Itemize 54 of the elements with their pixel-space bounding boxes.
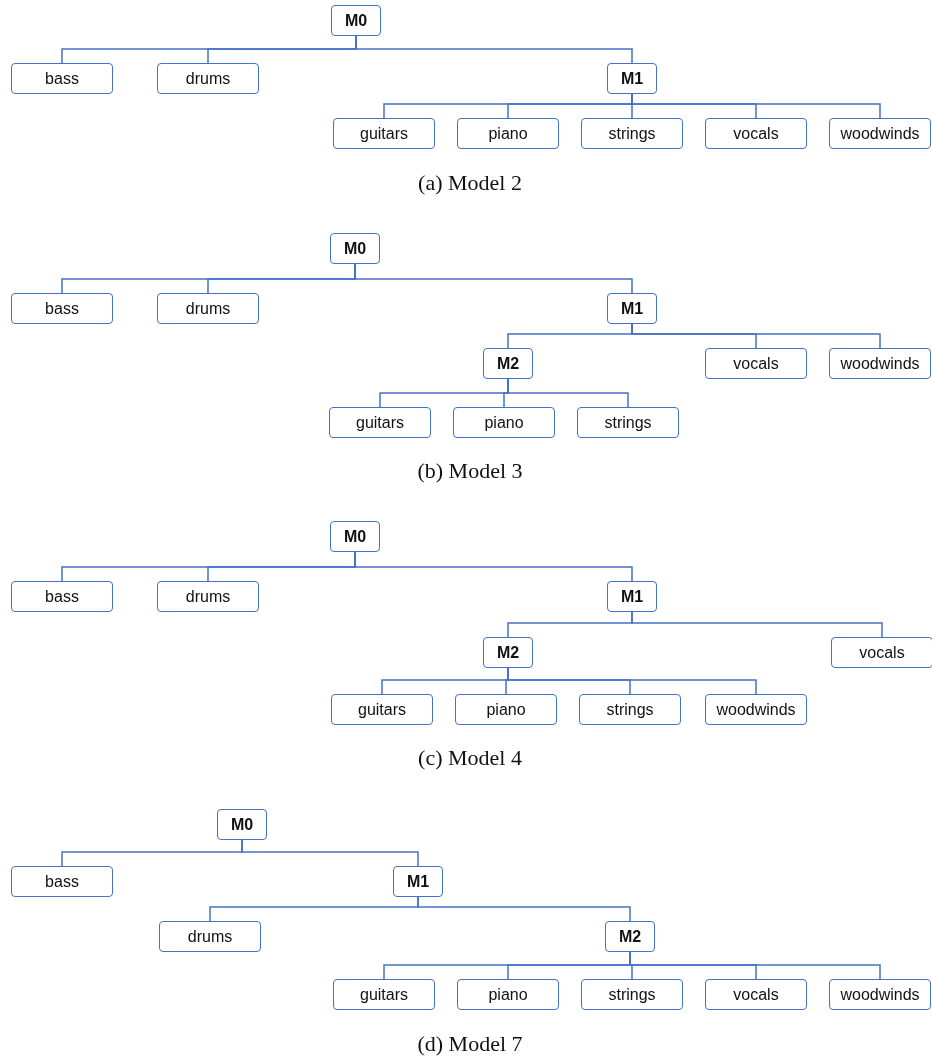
instrument-node-box: drums	[157, 581, 259, 612]
connector-line	[417, 896, 631, 922]
model-node-box: M0	[330, 521, 380, 552]
instrument-node-box: bass	[11, 581, 113, 612]
model-node-box: M0	[331, 5, 381, 36]
instrument-node-box: drums	[157, 63, 259, 94]
connector-line	[354, 551, 633, 582]
instrument-node-box: drums	[159, 921, 261, 952]
connector-line	[631, 93, 881, 119]
model-node-box: M2	[483, 348, 533, 379]
connector-line	[507, 378, 629, 408]
subfigure-caption: (b) Model 3	[417, 458, 523, 484]
instrument-node-box: woodwinds	[705, 694, 807, 725]
instrument-node-box: woodwinds	[829, 979, 931, 1010]
model-node-box: M2	[605, 921, 655, 952]
connector-line	[507, 667, 757, 695]
model-node-box: M2	[483, 637, 533, 668]
instrument-node-box: guitars	[329, 407, 431, 438]
instrument-node-box: strings	[577, 407, 679, 438]
instrument-node-box: vocals	[705, 348, 807, 379]
instrument-node-box: bass	[11, 63, 113, 94]
instrument-node-box: drums	[157, 293, 259, 324]
instrument-node-box: guitars	[333, 979, 435, 1010]
instrument-node-box: guitars	[333, 118, 435, 149]
model-node-box: M1	[607, 63, 657, 94]
connector-line	[629, 951, 881, 980]
connector-line	[355, 35, 633, 64]
instrument-node-box: vocals	[831, 637, 932, 668]
instrument-node-box: woodwinds	[829, 118, 931, 149]
instrument-node-box: bass	[11, 293, 113, 324]
model-node-box: M1	[393, 866, 443, 897]
subfigure-caption: (c) Model 4	[418, 745, 522, 771]
instrument-node-box: vocals	[705, 118, 807, 149]
instrument-node-box: strings	[581, 979, 683, 1010]
instrument-node-box: woodwinds	[829, 348, 931, 379]
instrument-node-box: piano	[455, 694, 557, 725]
connector-line	[354, 263, 633, 294]
instrument-node-box: strings	[579, 694, 681, 725]
model-node-box: M1	[607, 293, 657, 324]
subfigure-caption: (a) Model 2	[418, 170, 522, 196]
connector-line	[241, 839, 419, 867]
subfigure-caption: (d) Model 7	[417, 1031, 523, 1057]
instrument-node-box: piano	[457, 979, 559, 1010]
instrument-node-box: guitars	[331, 694, 433, 725]
model-node-box: M1	[607, 581, 657, 612]
model-node-box: M0	[217, 809, 267, 840]
connector-line	[631, 323, 881, 349]
instrument-node-box: piano	[457, 118, 559, 149]
instrument-node-box: strings	[581, 118, 683, 149]
model-node-box: M0	[330, 233, 380, 264]
instrument-node-box: bass	[11, 866, 113, 897]
instrument-node-box: vocals	[705, 979, 807, 1010]
instrument-node-box: piano	[453, 407, 555, 438]
connector-line	[631, 611, 883, 638]
